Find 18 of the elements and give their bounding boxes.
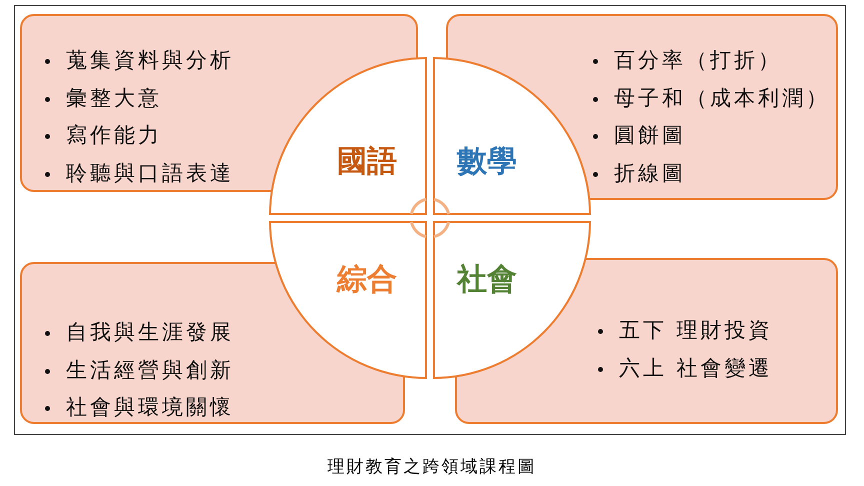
list-item: 百分率（打折） [614, 48, 782, 72]
subject-label: 社會 [457, 261, 517, 299]
subject-label: 國語 [337, 143, 397, 181]
list-item: 蒐集資料與分析 [66, 48, 234, 72]
subject-label: 綜合 [337, 261, 397, 299]
list-item: 寫作能力 [66, 123, 162, 147]
list-item: 生活經營與創新 [66, 358, 234, 382]
list-item: 圓餅圖 [614, 123, 686, 147]
list-item: 彙整大意 [66, 86, 162, 110]
list-item: 折線圖 [614, 160, 686, 184]
caption: 理財教育之跨領域課程圖 [328, 456, 536, 478]
list-item: 五下 理財投資 [619, 318, 773, 342]
list-item: 社會與環境關懷 [66, 395, 234, 419]
subject-label: 數學 [457, 143, 517, 181]
list-item: 自我與生涯發展 [66, 320, 234, 344]
list-item: 聆聽與口語表達 [66, 160, 234, 184]
list-item: 母子和（成本利潤） [614, 86, 830, 110]
list-item: 六上 社會變遷 [619, 356, 773, 380]
